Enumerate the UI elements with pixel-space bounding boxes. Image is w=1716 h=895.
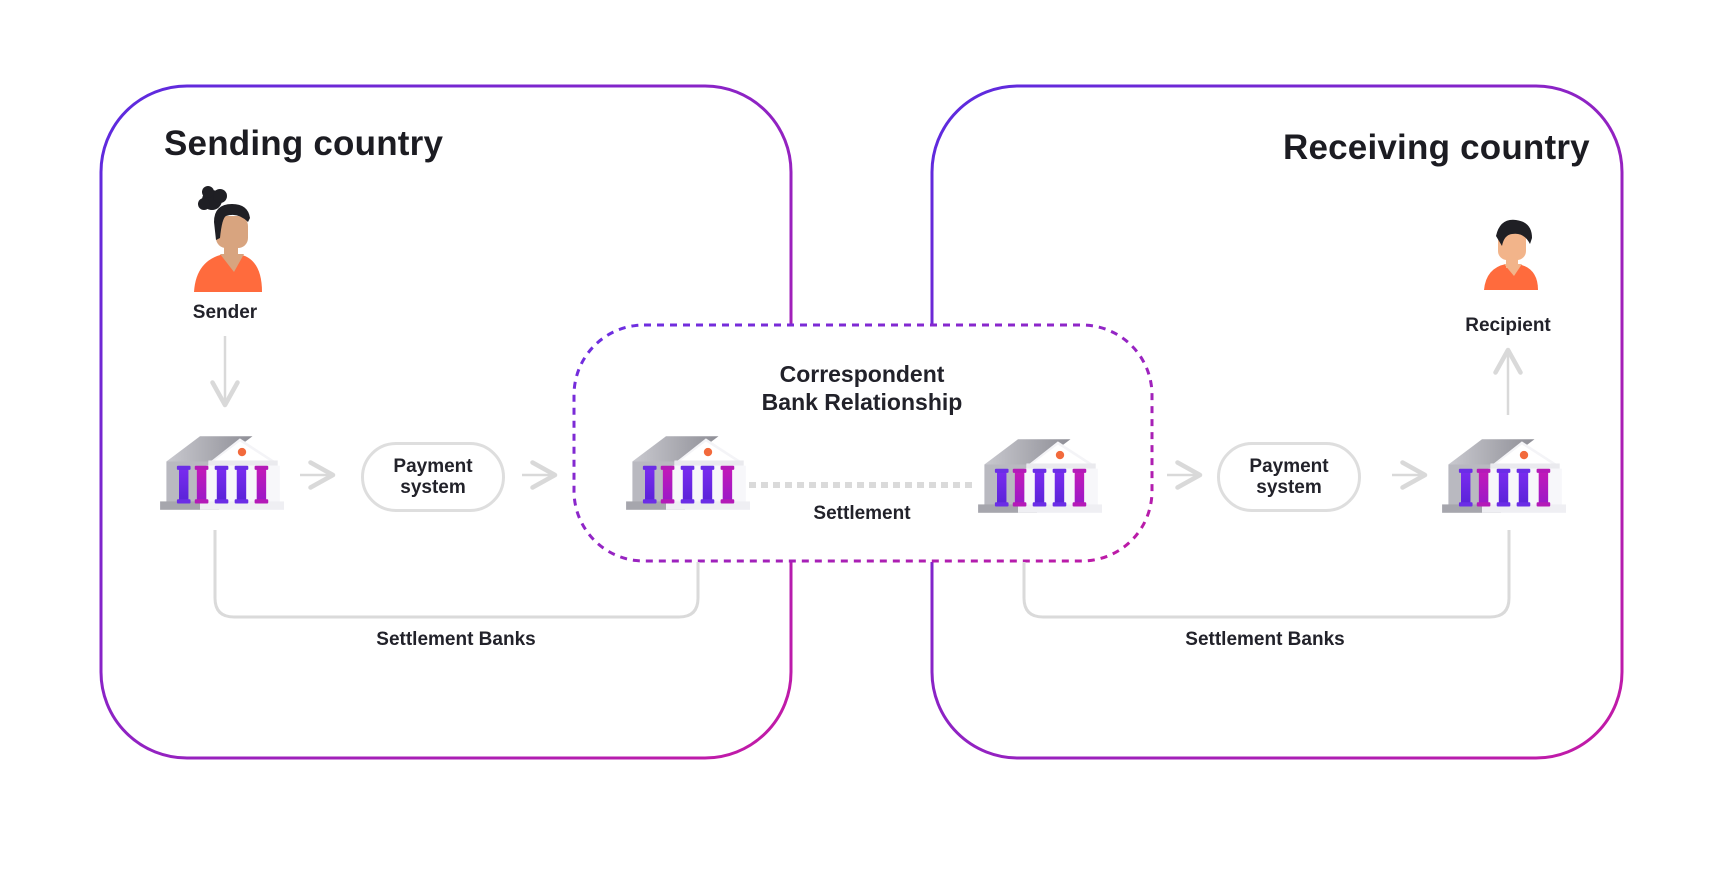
person-icon bbox=[1484, 219, 1538, 290]
sending-settlement-banks-label: Settlement Banks bbox=[376, 629, 536, 650]
settlement-label: Settlement bbox=[813, 503, 911, 524]
recipient-label: Recipient bbox=[1465, 315, 1551, 336]
receiving-country-title: Receiving country bbox=[1283, 128, 1590, 167]
correspondent-title: Correspondent Bank Relationship bbox=[761, 361, 963, 415]
payment-system-label: Payment system bbox=[393, 456, 473, 498]
sending-settlement-connector bbox=[213, 530, 700, 619]
payment-system-label: Payment system bbox=[1249, 456, 1329, 498]
sender-label: Sender bbox=[192, 302, 258, 323]
bank-icon bbox=[160, 436, 284, 510]
bank-icon bbox=[1442, 439, 1566, 513]
receiving-payment-system: Payment system bbox=[1217, 442, 1361, 512]
person-icon bbox=[194, 186, 262, 292]
receiving-settlement-connector bbox=[1022, 530, 1511, 619]
receiving-settlement-banks-label: Settlement Banks bbox=[1185, 629, 1345, 650]
sending-country-title: Sending country bbox=[164, 124, 444, 163]
sending-payment-system: Payment system bbox=[361, 442, 505, 512]
